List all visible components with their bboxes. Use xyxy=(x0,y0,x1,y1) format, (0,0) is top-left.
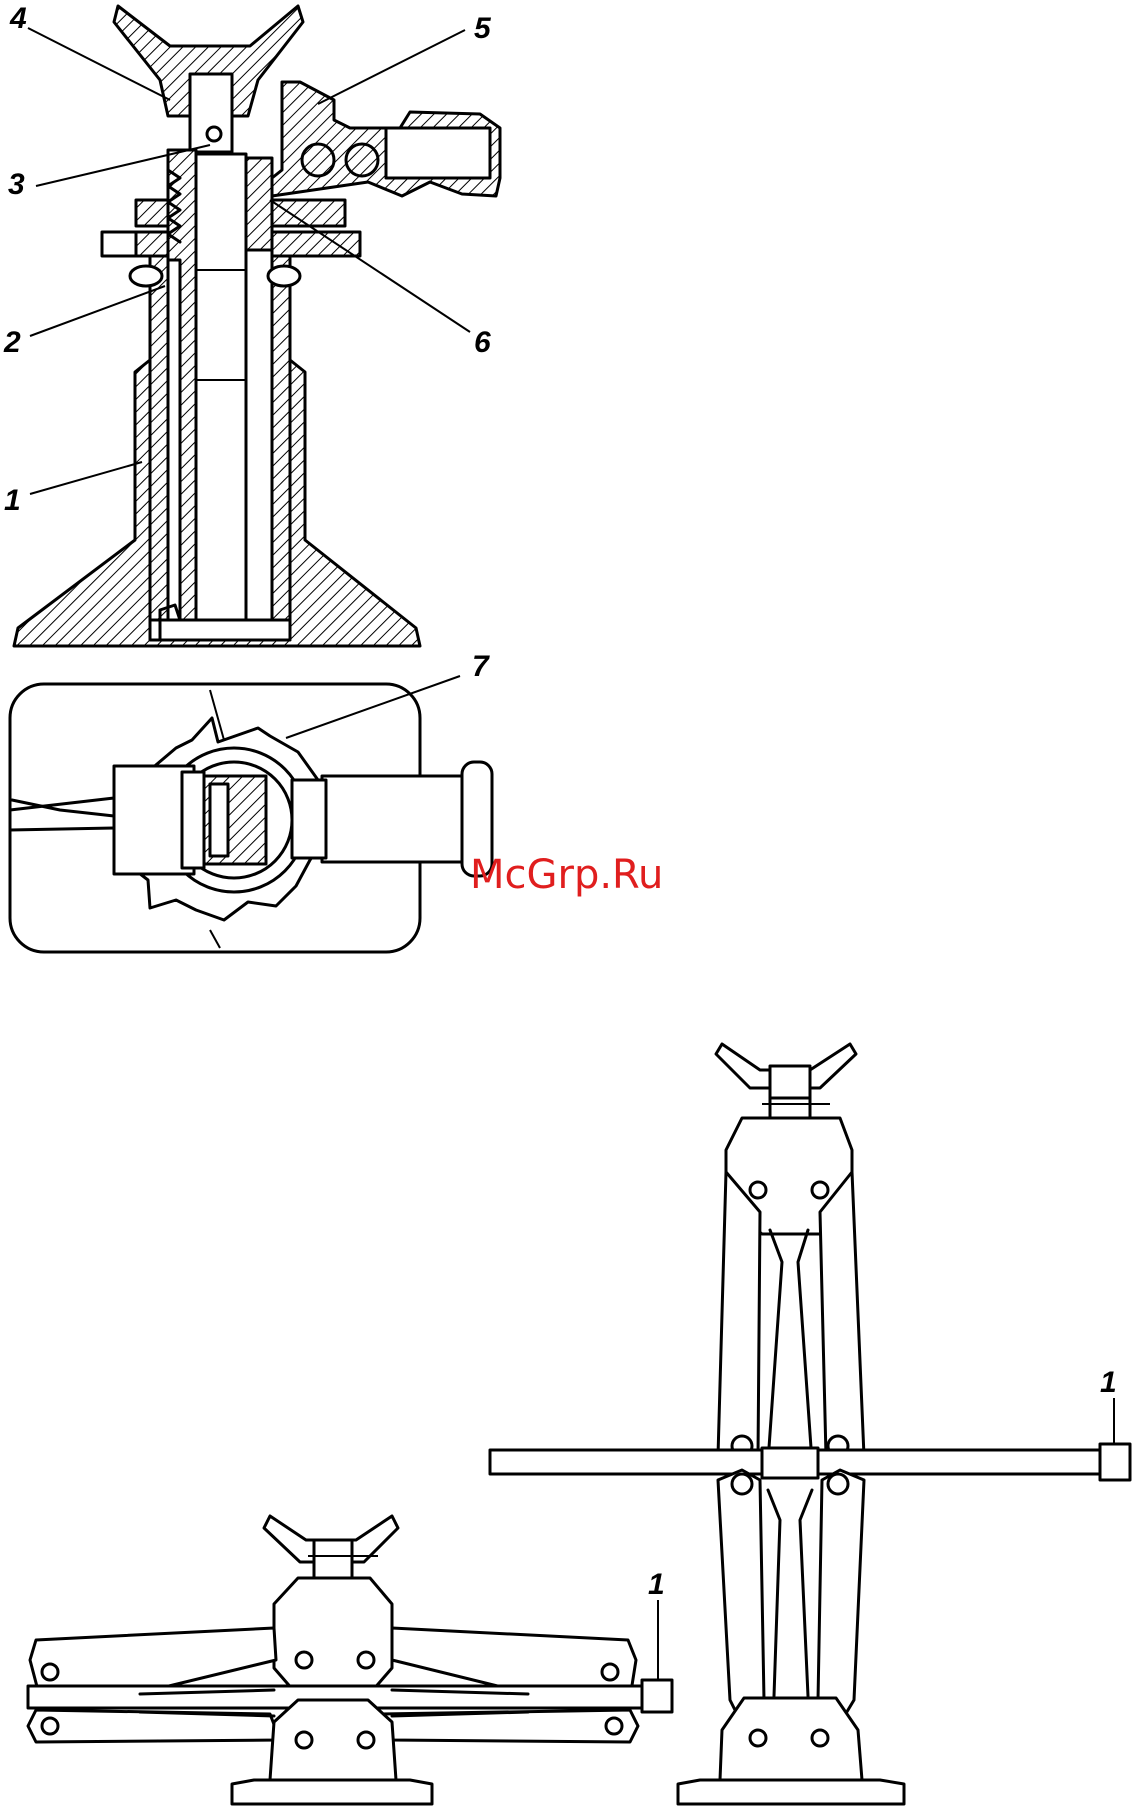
callout-4: 4 xyxy=(9,2,27,35)
collar xyxy=(136,200,168,226)
low-base xyxy=(270,1700,396,1780)
callout-1-section: 1 xyxy=(4,484,21,517)
callout-3: 3 xyxy=(8,168,25,201)
jack-collapsed xyxy=(28,1516,672,1804)
jack-cross-section xyxy=(14,6,500,646)
base xyxy=(720,1698,862,1780)
callout-6: 6 xyxy=(474,326,491,359)
callout-1-low: 1 xyxy=(648,1568,665,1601)
nut xyxy=(168,150,196,640)
jack-top-view xyxy=(10,684,492,952)
callout-7: 7 xyxy=(472,650,490,683)
high-jack-callout: 1 xyxy=(1100,1366,1117,1444)
low-top-plate xyxy=(274,1578,392,1698)
watermark: McGrp.Ru xyxy=(470,852,663,898)
top-view-callout: 7 xyxy=(286,650,490,738)
screw-rod xyxy=(196,154,246,634)
callout-5: 5 xyxy=(474,12,492,45)
crank-nut xyxy=(1100,1444,1130,1480)
low-jack-callout: 1 xyxy=(648,1568,665,1680)
handle-bar xyxy=(322,776,472,862)
callout-1-high: 1 xyxy=(1100,1366,1117,1399)
callout-2: 2 xyxy=(3,326,21,359)
outer-tube xyxy=(150,256,168,640)
low-crank-nut xyxy=(642,1680,672,1712)
